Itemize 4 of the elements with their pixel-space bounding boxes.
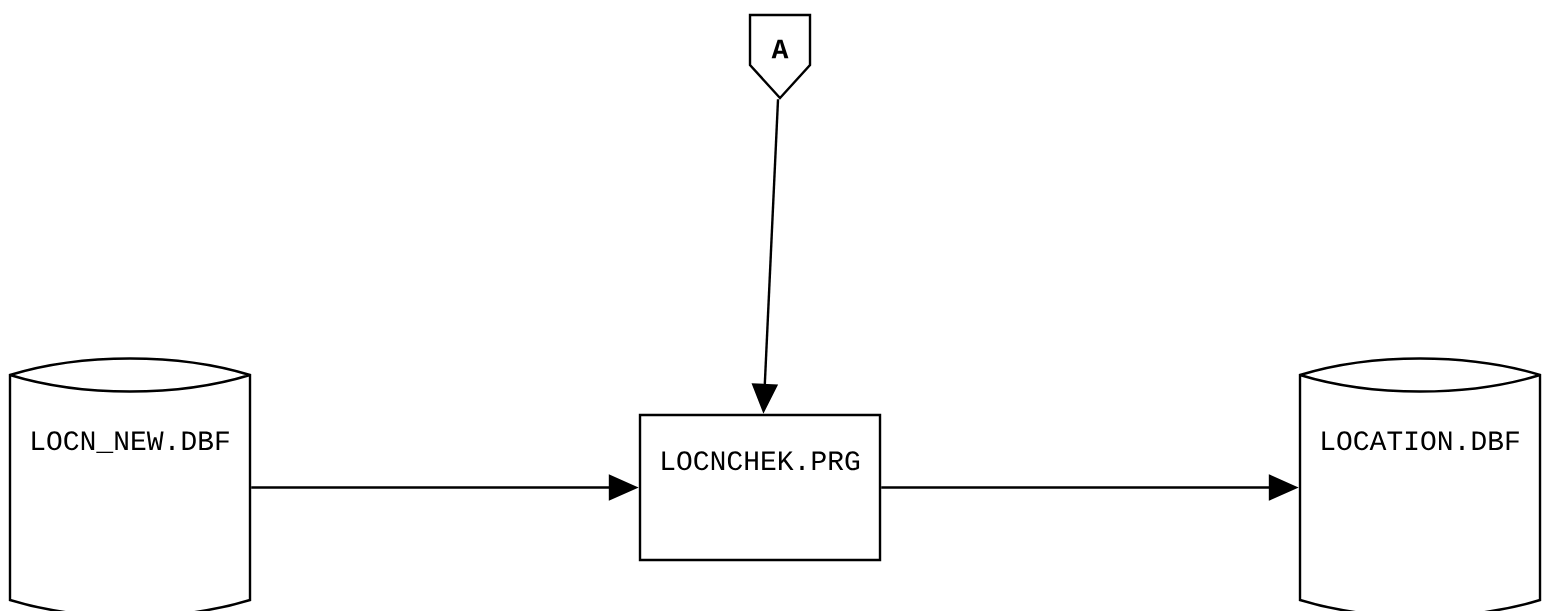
database-cylinder: LOCATION.DBF [1298, 357, 1542, 611]
database-cylinder: LOCN_NEW.DBF [8, 357, 252, 611]
off-page-connector: A [748, 13, 812, 100]
process-box: LOCNCHEK.PRG [638, 413, 882, 562]
